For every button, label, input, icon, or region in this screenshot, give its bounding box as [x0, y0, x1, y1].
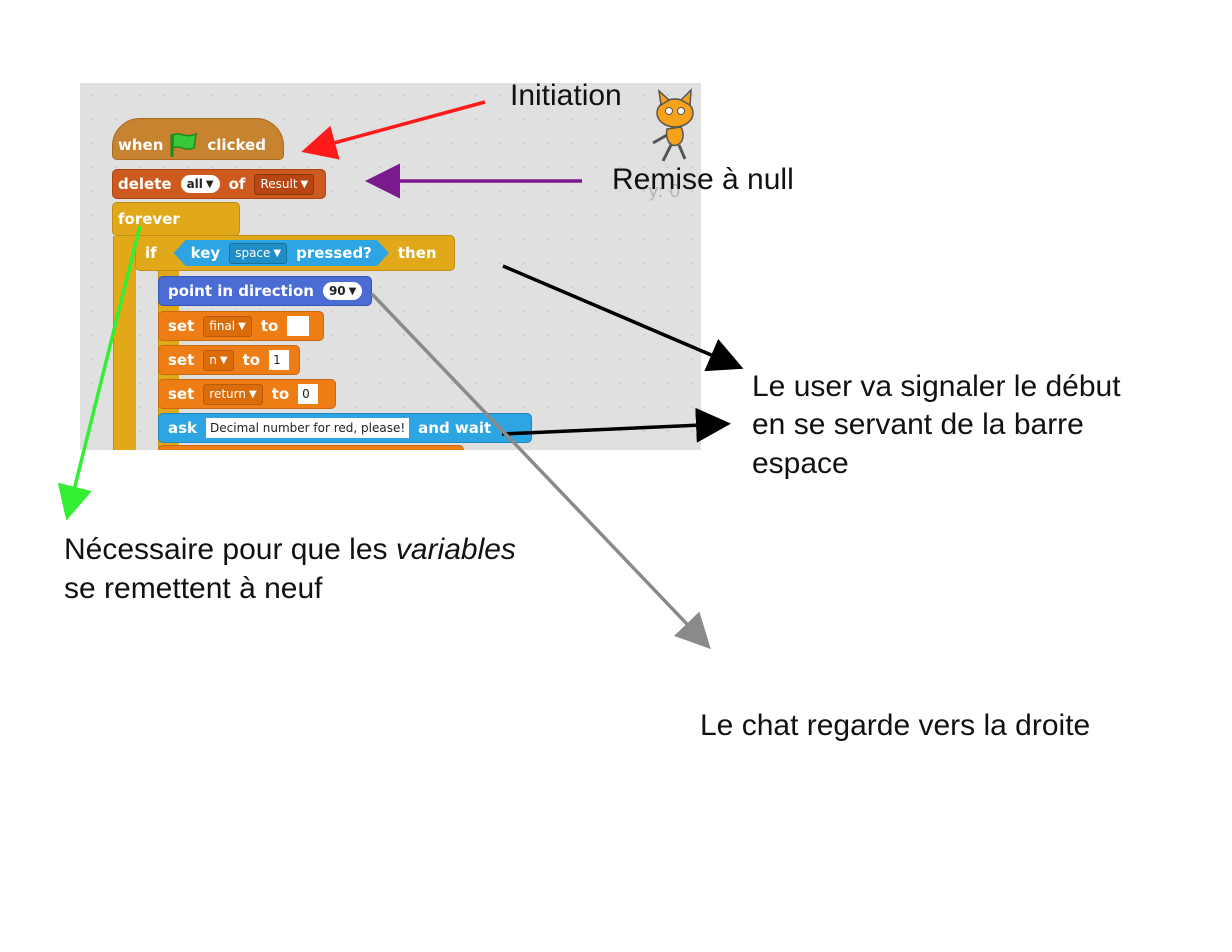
of-label: of — [228, 175, 246, 193]
to-label: to — [260, 317, 279, 335]
chevron-down-icon: ▼ — [248, 388, 257, 400]
user-label-line1: Le user va signaler le début — [752, 370, 1121, 403]
scratch-cat-icon — [652, 88, 694, 162]
ask-label: ask — [168, 419, 198, 437]
necessaire-label-line1: Nécessaire pour que les variables — [64, 533, 516, 566]
chevron-down-icon: ▼ — [300, 178, 309, 190]
delete-label: delete — [118, 175, 172, 193]
point-label: point in direction — [168, 282, 314, 300]
pressed-label: pressed? — [296, 244, 372, 262]
chevron-down-icon: ▼ — [273, 247, 282, 259]
key-label: key — [190, 244, 221, 262]
when-label: when — [118, 136, 164, 154]
scratch-script-area: when clicked delete all▼ of Result▼ fore… — [80, 83, 701, 450]
set-label: set — [168, 351, 195, 369]
forever-arm — [113, 236, 136, 450]
set-n-block[interactable]: set n▼ to 1 — [158, 345, 300, 375]
next-block[interactable] — [158, 445, 464, 450]
clicked-label: clicked — [207, 136, 266, 154]
chevron-down-icon: ▼ — [205, 178, 214, 190]
all-dropdown[interactable]: all▼ — [180, 175, 220, 193]
green-flag-icon — [170, 132, 198, 157]
chevron-down-icon: ▼ — [219, 354, 228, 366]
if-label: if — [145, 244, 157, 262]
user-label-line2: en se servant de la barre — [752, 408, 1084, 441]
and-wait-label: and wait — [418, 419, 492, 437]
if-then-block[interactable]: if key space▼ pressed? then — [135, 235, 455, 271]
value-input[interactable]: 1 — [269, 350, 290, 370]
arrow-user-ask — [501, 407, 731, 443]
variable-dropdown[interactable]: return▼ — [203, 383, 263, 405]
variable-dropdown[interactable]: final▼ — [203, 315, 252, 337]
arrow-initiation — [301, 100, 486, 160]
set-return-block[interactable]: set return▼ to 0 — [158, 379, 336, 409]
remise-label: Remise à null — [612, 163, 794, 196]
ask-and-wait-block[interactable]: ask Decimal number for red, please! and … — [158, 413, 532, 443]
sprite-y-readout: y: 0 — [648, 181, 681, 202]
forever-block[interactable]: forever — [112, 202, 240, 236]
arrow-chat — [370, 292, 711, 650]
chevron-down-icon: ▼ — [238, 320, 246, 332]
direction-input[interactable]: 90▼ — [322, 282, 363, 300]
then-label: then — [397, 244, 437, 262]
list-dropdown[interactable]: Result▼ — [254, 173, 315, 195]
initiation-label: Initiation — [510, 79, 622, 112]
set-label: set — [168, 317, 195, 335]
necessaire-label-line2: se remettent à neuf — [64, 572, 323, 605]
forever-label: forever — [118, 210, 180, 228]
arrow-necessaire — [57, 225, 142, 521]
value-input[interactable]: 0 — [298, 384, 319, 404]
delete-list-block[interactable]: delete all▼ of Result▼ — [112, 169, 326, 199]
to-label: to — [242, 351, 261, 369]
chat-label: Le chat regarde vers la droite — [700, 709, 1091, 742]
chevron-down-icon: ▼ — [348, 285, 357, 297]
set-final-block[interactable]: set final▼ to — [158, 311, 324, 341]
arrow-user-space — [502, 264, 744, 372]
key-pressed-block[interactable]: key space▼ pressed? — [174, 240, 389, 266]
variable-dropdown[interactable]: n▼ — [203, 349, 234, 371]
prompt-input[interactable]: Decimal number for red, please! — [206, 418, 410, 438]
user-label-line3: espace — [752, 447, 849, 480]
to-label: to — [271, 385, 290, 403]
key-dropdown[interactable]: space▼ — [229, 243, 287, 264]
value-input[interactable] — [287, 316, 310, 336]
set-label: set — [168, 385, 195, 403]
when-flag-clicked-block[interactable]: when clicked — [112, 118, 284, 160]
point-in-direction-block[interactable]: point in direction 90▼ — [158, 276, 372, 306]
